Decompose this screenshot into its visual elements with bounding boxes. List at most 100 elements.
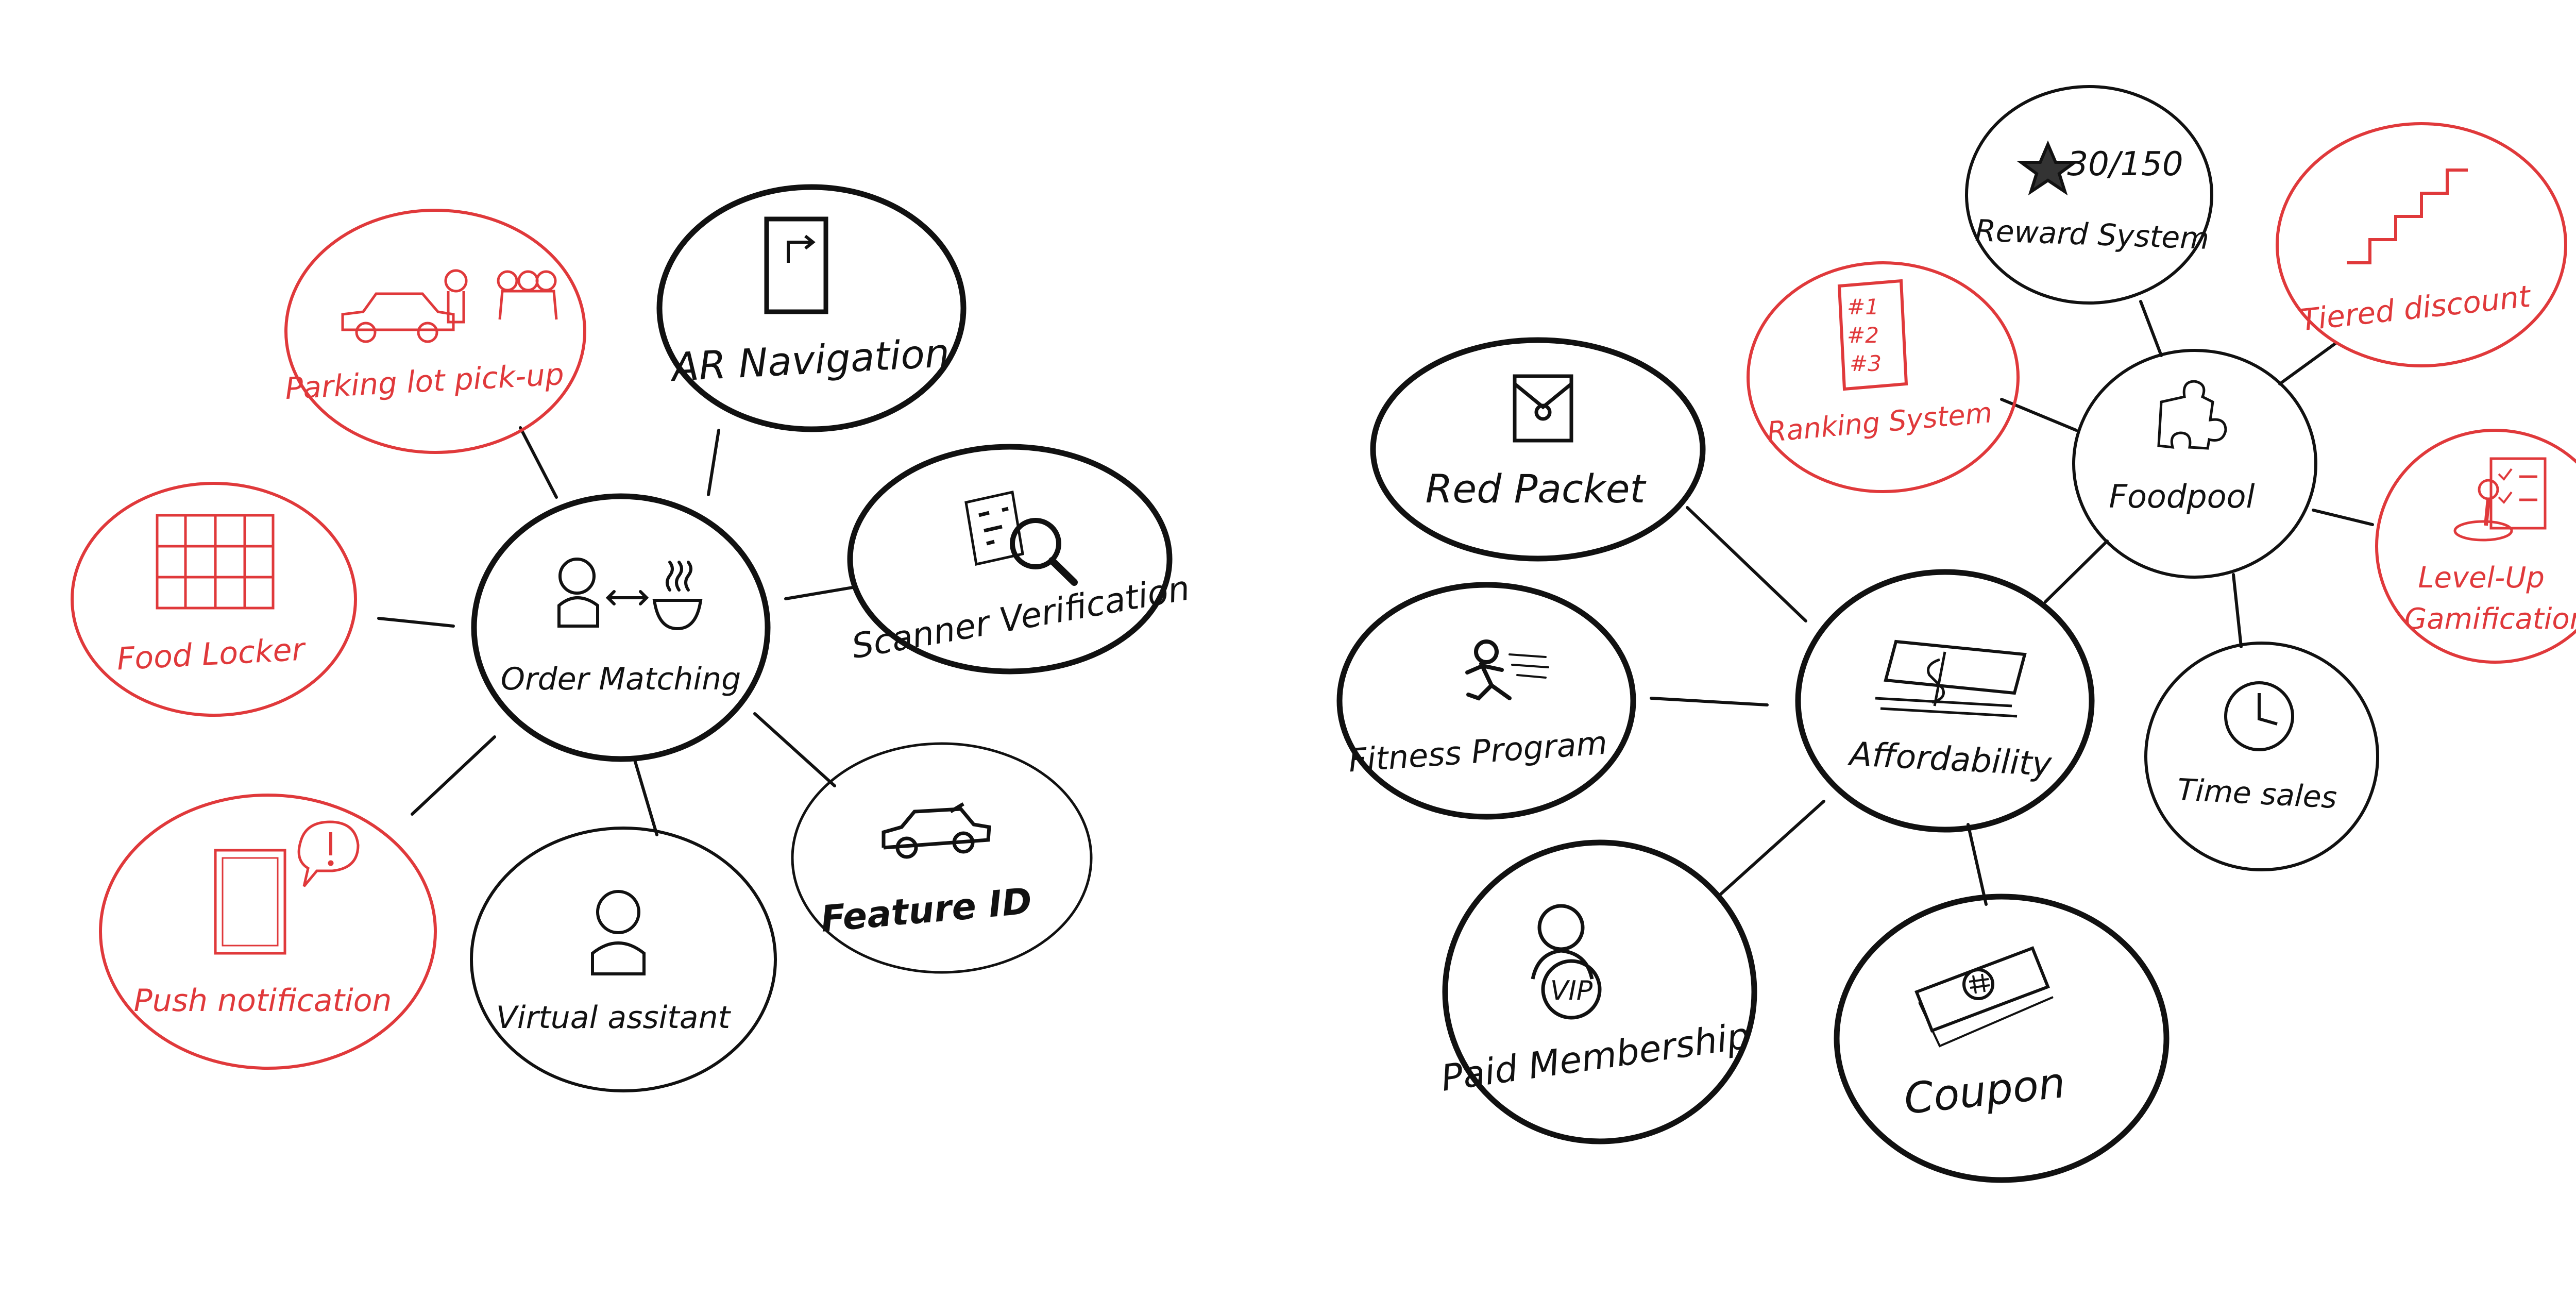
node-ranking-system: #1 #2 #3 Ranking System <box>1747 261 2020 493</box>
node-affordability: Affordability <box>1795 569 2095 833</box>
node-label: Virtual assitant <box>496 1000 732 1036</box>
rank-2: #2 <box>1847 323 1879 348</box>
vip-person-icon <box>1531 904 1602 1020</box>
node-order-matching: Order Matching <box>471 493 771 762</box>
node-label: Feature ID <box>819 880 1034 940</box>
phone-alert-icon <box>214 820 360 955</box>
node-label: Paid Membership <box>1438 1015 1752 1100</box>
vip-badge: VIP <box>1550 975 1593 1006</box>
node-parking-lot-pickup: Parking lot pick-up <box>284 209 586 454</box>
clock-icon <box>2224 681 2294 751</box>
envelope-icon <box>1513 374 1573 443</box>
car-icon <box>882 802 991 859</box>
connector-coupon <box>1967 823 1988 906</box>
connector-feature-id <box>753 712 836 787</box>
node-outline <box>2144 642 2379 871</box>
coupon-icon <box>1914 946 2054 1048</box>
node-label: Fitness Program <box>1347 724 1608 780</box>
person-to-bowl-icon <box>557 558 703 631</box>
node-outline <box>284 209 586 454</box>
connector-tiered <box>2278 341 2338 385</box>
node-paid-membership: VIP Paid Membership <box>1438 839 1757 1144</box>
connector-foodpool <box>2044 540 2109 603</box>
rank-3: #3 <box>1850 351 1882 376</box>
connector-ar <box>707 429 720 496</box>
connector-reward <box>2139 300 2163 357</box>
node-outline <box>1336 582 1636 820</box>
node-level-up-gamification: Level-Up Gamification <box>2375 429 2576 664</box>
node-scanner-verification: Scanner Verification <box>847 444 1193 675</box>
node-label: Foodpool <box>2109 478 2255 515</box>
node-label-line-2: Gamification <box>2404 602 2576 636</box>
connector-red-packet <box>1686 506 1807 622</box>
node-label: Tiered discount <box>2298 279 2533 338</box>
runner-icon <box>1465 639 1549 701</box>
node-outline <box>1370 337 1706 562</box>
node-outline <box>1834 894 2170 1183</box>
node-outline <box>1795 569 2095 833</box>
node-label: AR Navigation <box>668 330 951 390</box>
connector-parking <box>519 426 558 499</box>
node-ar-navigation: AR Navigation <box>656 184 967 432</box>
connector-scanner <box>784 586 854 600</box>
node-feature-id: Feature ID <box>791 742 1093 974</box>
node-fitness-program: Fitness Program <box>1336 582 1636 820</box>
node-label: Scanner Verification <box>849 568 1192 666</box>
magnifier-scan-icon <box>964 490 1078 586</box>
node-label: Reward System <box>1974 213 2209 256</box>
node-label-line-1: Level-Up <box>2418 561 2545 595</box>
connector-virtual <box>633 759 658 836</box>
node-outline <box>656 184 967 432</box>
node-push-notification: Push notification <box>99 794 437 1070</box>
connectors <box>377 300 2374 906</box>
node-outline <box>1965 85 2213 305</box>
node-food-locker: Food Locker <box>71 482 357 717</box>
node-outline <box>2276 122 2567 367</box>
cash-icon <box>1875 639 2027 718</box>
connector-time-sales <box>2232 573 2243 648</box>
node-outline <box>470 827 777 1092</box>
person-icon <box>591 890 646 975</box>
node-outline <box>99 794 437 1070</box>
node-outline <box>471 493 771 762</box>
locker-grid-icon <box>156 514 275 610</box>
stairs-icon <box>2347 169 2468 264</box>
node-label: Parking lot pick-up <box>284 357 565 406</box>
node-time-sales: Time sales <box>2144 642 2379 871</box>
connector-food-locker <box>377 617 455 628</box>
node-outline <box>2072 349 2317 579</box>
door-arrow-icon <box>764 216 828 314</box>
node-outline <box>71 482 357 717</box>
connector-push <box>411 735 496 816</box>
node-foodpool: Foodpool <box>2072 349 2317 579</box>
star-icon <box>2016 140 2080 196</box>
node-label: Time sales <box>2177 772 2338 815</box>
rank-list-icon <box>1837 279 1908 391</box>
node-label: Push notification <box>134 983 392 1019</box>
connector-levelup <box>2312 509 2374 526</box>
node-reward-system: 30/150 Reward System <box>1965 85 2213 305</box>
node-outline <box>1747 261 2020 493</box>
node-label: Coupon <box>1902 1058 2067 1124</box>
node-outline <box>791 742 1093 974</box>
node-label: Food Locker <box>116 631 307 677</box>
node-label: Affordability <box>1846 735 2053 784</box>
node-label: Ranking System <box>1766 396 1993 448</box>
node-label: Red Packet <box>1426 466 1647 512</box>
node-virtual-assistant: Virtual assitant <box>470 827 777 1092</box>
node-red-packet: Red Packet <box>1370 337 1706 562</box>
reward-counter: 30/150 <box>2067 145 2183 183</box>
rank-1: #1 <box>1847 294 1879 319</box>
node-label: Order Matching <box>501 661 741 697</box>
node-outline <box>2375 429 2576 664</box>
node-outline <box>847 444 1173 675</box>
node-tiered-discount: Tiered discount <box>2276 122 2567 367</box>
car-and-people-icon <box>341 269 558 343</box>
node-outline <box>1442 839 1757 1144</box>
node-label: Level-Up Gamification <box>2404 561 2576 636</box>
joystick-checklist-icon <box>2453 457 2547 542</box>
node-coupon: Coupon <box>1834 894 2170 1183</box>
connector-fitness <box>1650 697 1769 706</box>
connector-paid <box>1719 800 1825 896</box>
